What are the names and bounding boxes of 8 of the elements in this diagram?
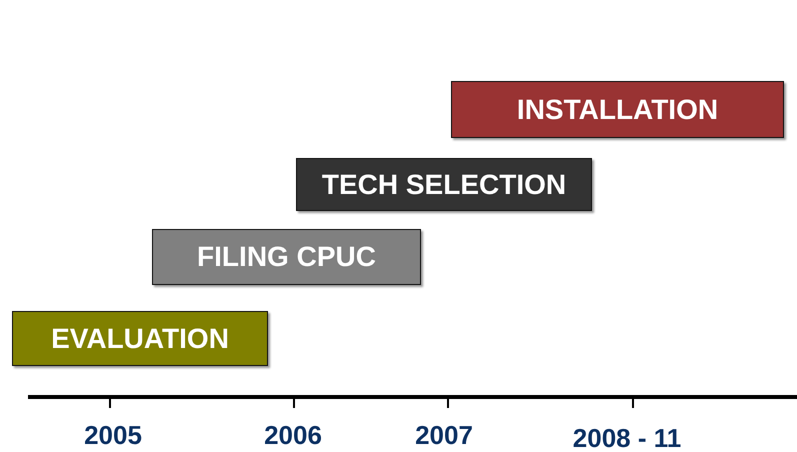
phase-bar: FILING CPUC — [152, 229, 421, 285]
phase-bar: INSTALLATION — [451, 81, 784, 138]
year-label: 2006 — [264, 420, 322, 451]
year-label: 2007 — [415, 420, 473, 451]
phase-bar: TECH SELECTION — [296, 158, 592, 211]
year-label: 2005 — [84, 420, 142, 451]
phase-bar: EVALUATION — [12, 311, 268, 366]
year-label: 2008 - 11 — [572, 423, 682, 452]
